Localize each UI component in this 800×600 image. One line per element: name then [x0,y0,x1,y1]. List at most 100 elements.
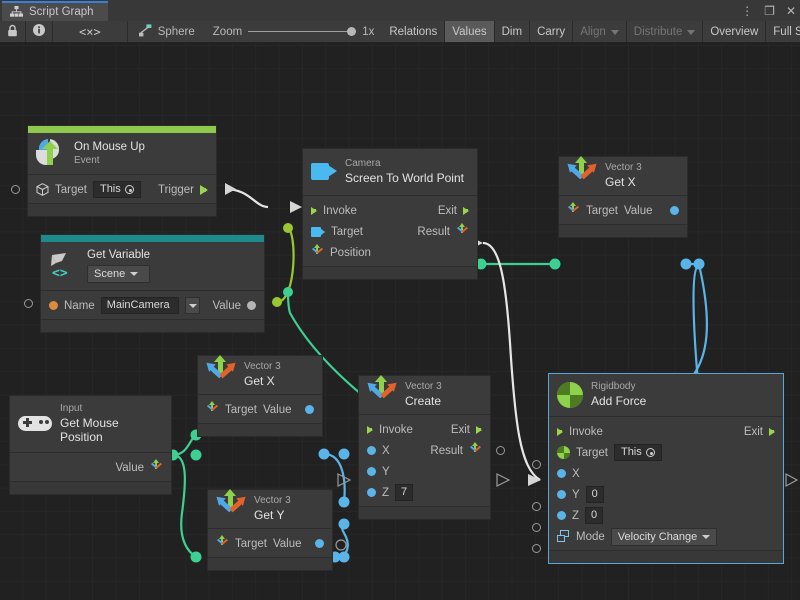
port-row-target[interactable]: Target This [549,442,783,463]
node-input-get-mouse-position[interactable]: Input Get Mouse Position Value [9,395,172,495]
zoom-slider-knob[interactable] [347,27,356,36]
port-row-target[interactable]: Target This Trigger [28,179,216,200]
target-value-field[interactable]: This [614,444,662,461]
x-input-port[interactable] [367,446,376,455]
port-row-target-result[interactable]: Target Result [303,221,477,242]
exit-flow-output-icon[interactable] [476,426,482,434]
node-footer [559,224,687,237]
z-input-port[interactable] [557,511,566,520]
node-vector3-get-x-mid[interactable]: Vector 3 Get X Target Value [197,355,323,437]
node-body: Target Value [208,528,332,557]
create-result-external-port[interactable] [496,446,505,455]
port-row-y[interactable]: Y [359,461,490,482]
node-vector3-get-y[interactable]: Vector 3 Get Y Target Value [207,489,333,571]
toolbar-button-overview[interactable]: Overview [703,21,766,42]
exit-flow-output-icon[interactable] [463,207,469,215]
invoke-flow-input-icon[interactable] [367,426,373,434]
x-input-port[interactable] [557,469,566,478]
node-vector3-create[interactable]: Vector 3 Create Invoke Exit X Result [358,375,491,520]
y-value-field[interactable]: 0 [586,486,604,503]
z-external-port[interactable] [532,523,541,532]
z-value-field[interactable]: 7 [395,484,413,501]
y-external-port[interactable] [532,502,541,511]
close-icon[interactable]: ✕ [786,5,796,17]
toolbar-button-dim[interactable]: Dim [495,21,530,42]
port-row-invoke-exit[interactable]: Invoke Exit [359,419,490,440]
node-screen-to-world-point[interactable]: Camera Screen To World Point Invoke Exit… [302,148,478,280]
name-external-port[interactable] [24,299,33,308]
value-label: Value [212,300,241,312]
port-row-target-value[interactable]: Target Value [208,533,332,554]
exit-flow-output-icon[interactable] [769,428,775,436]
target-picker-icon[interactable] [646,448,655,457]
variable-name-field[interactable]: MainCamera [101,297,179,314]
invoke-flow-input-icon[interactable] [557,428,563,436]
zoom-control[interactable]: Zoom 1x [205,21,383,42]
node-title: Get Mouse Position [60,416,163,444]
y-input-port[interactable] [557,490,566,499]
port-row-z[interactable]: Z 0 [549,505,783,526]
rigidbody-icon [557,382,583,408]
node-footer [303,266,477,279]
toolbar-button-distribute[interactable]: Distribute [627,21,704,42]
graph-object-chip[interactable]: Sphere [128,21,205,42]
zoom-slider[interactable] [248,26,356,38]
port-row-name[interactable]: Name MainCamera Value [41,295,264,316]
value-output-port[interactable] [670,206,679,215]
z-input-port[interactable] [367,488,376,497]
port-row-target-value[interactable]: Target Value [198,399,322,420]
port-row-y[interactable]: Y 0 [549,484,783,505]
target-label: Target [55,184,87,196]
value-output-port[interactable] [247,301,256,310]
graph-canvas[interactable]: On Mouse Up Event Target This Trigger [0,43,800,600]
node-title: Get X [605,175,642,189]
z-value-field[interactable]: 0 [585,507,603,524]
target-value-field[interactable]: This [93,181,141,198]
port-row-target-value[interactable]: Target Value [559,200,687,221]
port-row-value[interactable]: Value [10,457,171,478]
code-button[interactable]: <×> [53,21,128,42]
target-external-port[interactable] [532,460,541,469]
maximize-icon[interactable]: ❐ [764,5,775,17]
node-header: Input Get Mouse Position [10,396,171,452]
value-output-port[interactable] [305,405,314,414]
trigger-label: Trigger [158,184,194,196]
target-picker-icon[interactable] [125,185,134,194]
node-on-mouse-up[interactable]: On Mouse Up Event Target This Trigger [27,125,217,217]
node-rigidbody-add-force[interactable]: Rigidbody Add Force Invoke Exit Target T… [548,373,784,564]
mode-dropdown[interactable]: Velocity Change [611,528,718,546]
port-row-z[interactable]: Z 7 [359,482,490,503]
toolbar-button-align[interactable]: Align [573,21,627,42]
variable-name-dropdown-button[interactable] [185,297,201,314]
value-output-port[interactable] [315,539,324,548]
node-header: Rigidbody Add Force [549,374,783,416]
node-header: <> Get Variable Scene [41,242,264,290]
port-row-x-result[interactable]: X Result [359,440,490,461]
kebab-menu-icon[interactable]: ⋮ [741,5,753,17]
port-row-mode[interactable]: Mode Velocity Change [549,526,783,547]
vector3-icon [206,403,219,416]
name-input-port[interactable] [49,301,58,310]
variable-kind-dropdown[interactable]: Scene [87,265,150,283]
port-row-invoke-exit[interactable]: Invoke Exit [549,421,783,442]
node-footer [549,550,783,563]
toolbar-button-full-screen[interactable]: Full Screen [766,21,800,42]
position-label: Position [330,247,371,259]
info-button[interactable] [26,21,53,42]
lock-button[interactable] [0,21,26,42]
target-input-port[interactable] [11,185,20,194]
node-subtitle: Input [60,403,163,415]
tab-script-graph[interactable]: Script Graph [2,1,108,21]
y-input-port[interactable] [367,467,376,476]
port-row-x[interactable]: X [549,463,783,484]
port-row-position[interactable]: Position [303,242,477,263]
toolbar-button-carry[interactable]: Carry [530,21,573,42]
toolbar-button-values[interactable]: Values [445,21,494,42]
node-vector3-get-x-top[interactable]: Vector 3 Get X Target Value [558,156,688,238]
trigger-flow-output-icon[interactable] [200,185,208,195]
port-row-invoke-exit[interactable]: Invoke Exit [303,200,477,221]
mode-external-port[interactable] [532,544,541,553]
toolbar-button-relations[interactable]: Relations [382,21,445,42]
node-get-variable[interactable]: <> Get Variable Scene Name MainCamera [40,234,265,333]
invoke-flow-input-icon[interactable] [311,207,317,215]
